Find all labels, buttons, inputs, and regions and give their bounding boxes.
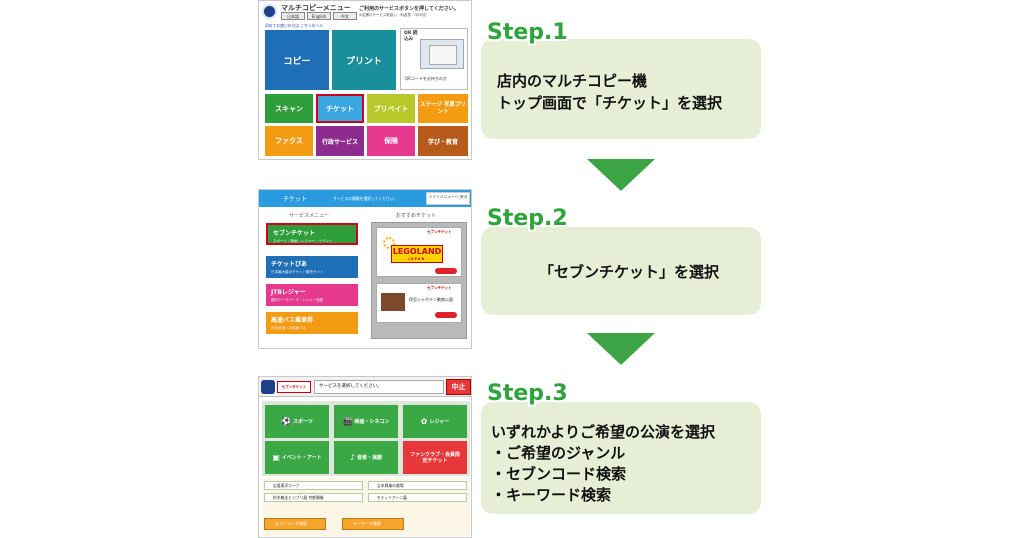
menu-title: チケットぴあ xyxy=(271,261,308,268)
screen-title: マルチコピーメニュー xyxy=(281,4,351,12)
scan-tile[interactable]: スキャン xyxy=(265,94,313,123)
ticket-pia-button[interactable]: チケットぴあ 日本最大級のチケット販売サイト xyxy=(266,256,358,278)
flower-icon: ✿ xyxy=(420,416,428,426)
step3-line1: いずれかよりご希望の公演を選択 xyxy=(491,423,715,441)
privates-tile[interactable]: プリベイト xyxy=(367,94,415,123)
step2-box: 「セブンチケット」を選択 xyxy=(481,227,761,315)
bar-message: サービスの種類を選択してください。 xyxy=(333,196,398,201)
qr-text: QRコードをお持ちの方 xyxy=(405,76,447,81)
qr-label: QR 読込み xyxy=(404,31,418,42)
zoo-card[interactable]: セブンチケット 伊豆シャボテン動物公園 xyxy=(376,283,462,323)
copy-tile[interactable]: コピー xyxy=(265,30,329,90)
quick-link[interactable]: 広島東洋カープ xyxy=(264,481,363,490)
highway-bus-button[interactable]: 高速バス乗車券 日本全国への高速バス xyxy=(266,312,358,334)
step3-label: Step.3 xyxy=(487,381,568,406)
bar-title: チケット xyxy=(283,196,308,203)
genre-leisure-button[interactable]: ✿レジャー xyxy=(403,405,467,438)
smartphone-icon xyxy=(420,39,464,69)
fax-tile[interactable]: ファクス xyxy=(265,126,313,156)
learning-tile[interactable]: 学び・教育 xyxy=(418,126,468,156)
jtb-leisure-button[interactable]: JTBレジャー 国内テーマパーク・レジャー施設 xyxy=(266,284,358,306)
film-icon: 🎬 xyxy=(342,416,353,426)
gov-service-tile[interactable]: 行政サービス xyxy=(316,126,364,156)
menu-sub: 国内テーマパーク・レジャー施設 xyxy=(271,298,324,302)
genre-panel: ⚽スポーツ 🎬映画・シネコン ✿レジャー ▣イベント・アート ♪音楽・演劇 ファ… xyxy=(262,401,470,476)
quick-link[interactable]: 鈴木敏夫とジブリ展 京都開催 xyxy=(264,493,363,502)
step3-line3: ・セブンコード検索 xyxy=(491,465,627,483)
down-arrow-icon xyxy=(587,159,655,191)
menu-title: 高速バス乗車券 xyxy=(271,317,314,324)
step3-box: いずれかよりご希望の公演を選択 ・ご希望のジャンル ・セブンコード検索 ・キーワ… xyxy=(481,402,761,514)
step2-line1: 「セブンチケット」を選択 xyxy=(539,263,720,281)
frame-icon: ▣ xyxy=(272,452,280,462)
step3-line2: ・ご希望のジャンル xyxy=(491,444,626,462)
quick-link-panel: 広島東洋カープ 吉本興業の劇場 鈴木敏夫とジブリ展 京都開催 モディリアーニ展 … xyxy=(262,478,470,536)
insurance-tile[interactable]: 保険 xyxy=(367,126,415,156)
stage-tile[interactable]: ステージ 写真プリント xyxy=(418,94,468,123)
seven-ticket-brand: セブンチケット xyxy=(427,286,452,290)
seven-code-search-button[interactable]: セブンコード検索 xyxy=(264,518,326,530)
genre-movie-button[interactable]: 🎬映画・シネコン xyxy=(334,405,398,438)
lang-japanese-button[interactable]: 日本語 xyxy=(281,12,305,20)
lang-english-button[interactable]: English xyxy=(307,12,331,20)
ticket-menu-screen: チケット サービスの種類を選択してください。 メインメニューへ 戻る サービスメ… xyxy=(258,189,472,349)
keyword-search-button[interactable]: キーワード検索 xyxy=(342,518,404,530)
brand-badge: セブンチケット xyxy=(277,381,311,393)
menu-sub: 日本最大級のチケット販売サイト xyxy=(271,270,324,274)
top-bar: セブンチケット サービスを選択してください。 中止 xyxy=(259,377,471,397)
print-tile[interactable]: プリント xyxy=(332,30,396,90)
genre-fanclub-button[interactable]: ファンクラブ・会員限定チケット xyxy=(403,441,467,474)
menu-sub: スポーツ・映画・レジャー・イベント xyxy=(273,239,333,243)
recommended-header: おすすめチケット xyxy=(396,213,437,219)
seven-logo-icon xyxy=(261,380,275,394)
detail-tag xyxy=(435,312,457,318)
quick-link[interactable]: モディリアーニ展 xyxy=(368,493,467,502)
ticket-tile[interactable]: チケット xyxy=(316,94,364,123)
step1-box: 店内のマルチコピー機 トップ画面で「チケット」を選択 xyxy=(481,39,761,139)
seven-ticket-screen: セブンチケット サービスを選択してください。 中止 ⚽スポーツ 🎬映画・シネコン… xyxy=(258,376,472,538)
ball-icon: ⚽ xyxy=(281,416,292,426)
detail-tag xyxy=(435,268,457,274)
qr-panel[interactable]: QR 読込み QRコードをお持ちの方 xyxy=(400,28,468,90)
quick-link[interactable]: 吉本興業の劇場 xyxy=(368,481,467,490)
seven-logo-icon xyxy=(262,4,277,19)
step1-label: Step.1 xyxy=(487,20,568,45)
service-menu-header: サービスメニュー xyxy=(289,213,330,219)
zoo-title: 伊豆シャボテン動物公園 xyxy=(409,297,453,302)
genre-sports-button[interactable]: ⚽スポーツ xyxy=(265,405,329,438)
genre-event-button[interactable]: ▣イベント・アート xyxy=(265,441,329,474)
multicopy-top-screen: マルチコピーメニュー ご利用のサービスボタンを押してください。 ※店舗のサービス… xyxy=(258,0,472,160)
step1-line1: 店内のマルチコピー機 xyxy=(497,72,648,90)
cancel-button[interactable]: 中止 xyxy=(446,379,471,395)
instruction-message: サービスを選択してください。 xyxy=(314,380,444,394)
menu-title: セブンチケット xyxy=(273,230,316,237)
title-bar: チケット サービスの種類を選択してください。 メインメニューへ 戻る xyxy=(259,190,471,207)
step3-line4: ・キーワード検索 xyxy=(491,486,612,504)
step2-label: Step.2 xyxy=(487,206,568,231)
note-icon: ♪ xyxy=(349,452,356,462)
menu-sub: 日本全国への高速バス xyxy=(271,326,306,330)
menu-title: JTBレジャー xyxy=(271,289,306,296)
instruction-text: ご利用のサービスボタンを押してください。 xyxy=(359,6,459,12)
seven-ticket-brand: セブンチケット xyxy=(427,230,452,234)
step1-line2: トップ画面で「チケット」を選択 xyxy=(497,94,723,112)
main-menu-button[interactable]: メインメニューへ 戻る xyxy=(426,192,470,205)
sun-icon xyxy=(383,237,395,249)
genre-music-button[interactable]: ♪音楽・演劇 xyxy=(334,441,398,474)
seven-ticket-button[interactable]: セブンチケット スポーツ・映画・レジャー・イベント xyxy=(266,223,358,245)
zoo-photo xyxy=(381,293,405,311)
down-arrow-icon xyxy=(587,333,655,365)
lang-chinese-button[interactable]: 中文 xyxy=(333,12,357,20)
sub-instruction: ※店舗のサービス取扱い・料金表・QR対応 xyxy=(359,13,427,17)
